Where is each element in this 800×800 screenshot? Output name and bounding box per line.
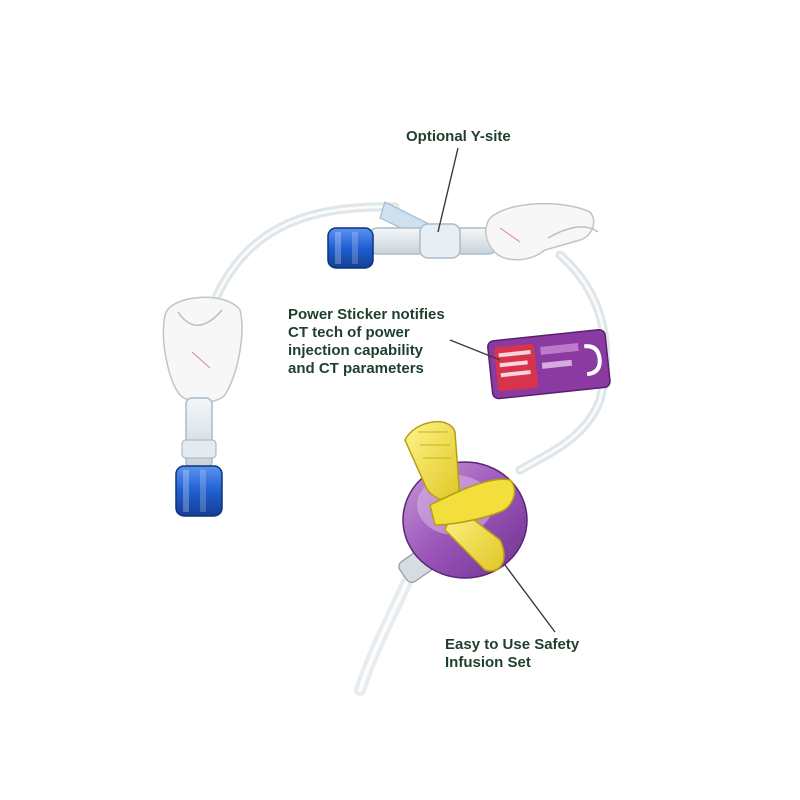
- callout-y-site: Optional Y-site: [406, 128, 511, 146]
- luer-connector-icon: [327, 227, 374, 269]
- luer-connector-icon: [175, 465, 223, 517]
- power-sticker-icon: [487, 328, 611, 400]
- leader-line-power-sticker: [449, 339, 501, 361]
- callout-power-sticker-line-2: CT tech of power: [288, 324, 410, 341]
- butterfly-wing-icon: [404, 421, 516, 572]
- y-site-connector: [367, 201, 499, 259]
- callout-y-site-line-1: Optional Y-site: [406, 128, 511, 145]
- callout-infusion-set: Easy to Use Safety Infusion Set: [445, 636, 579, 672]
- callout-power-sticker-line-4: and CT parameters: [288, 360, 424, 377]
- leader-line-infusion-set: [504, 564, 556, 633]
- callout-infusion-set-line-2: Infusion Set: [445, 654, 531, 671]
- extension-tube: [181, 397, 217, 469]
- slide-clamp-icon: [162, 296, 243, 404]
- slide-clamp-icon: [485, 202, 599, 261]
- leader-line-y-site: [437, 147, 459, 233]
- callout-infusion-set-line-1: Easy to Use Safety: [445, 636, 580, 653]
- callout-power-sticker-line-1: Power Sticker notifies: [288, 306, 445, 323]
- callout-power-sticker: Power Sticker notifies CT tech of power …: [288, 306, 445, 378]
- callout-power-sticker-line-3: injection capability: [288, 342, 424, 359]
